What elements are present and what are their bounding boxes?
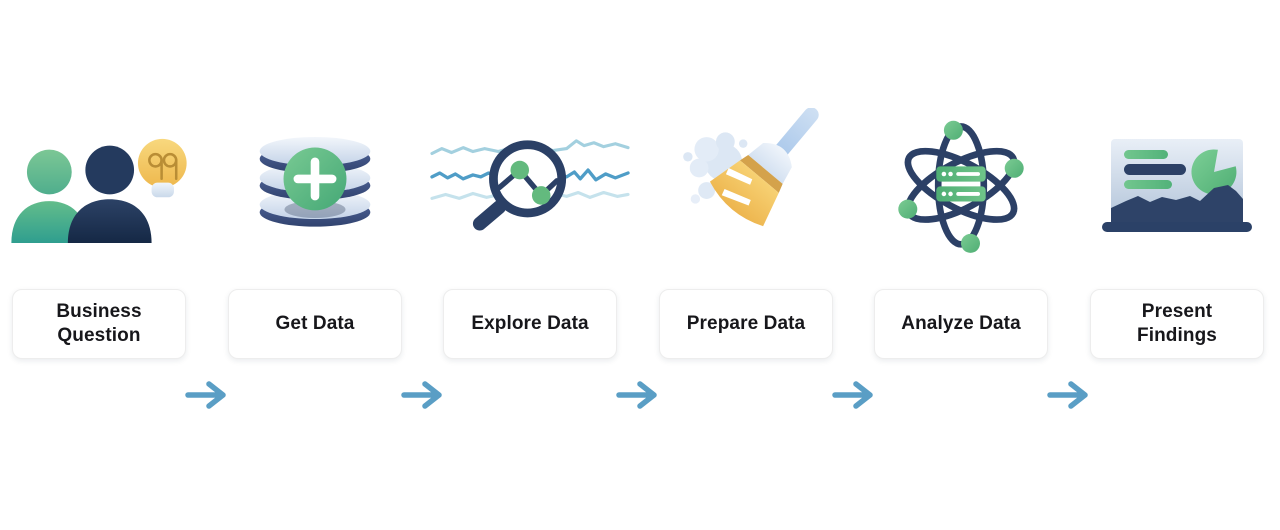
dust-cloud-icon	[683, 132, 748, 204]
people-idea-icon	[7, 134, 192, 244]
broom-icon	[709, 108, 819, 227]
step-business-question: Business Question	[11, 0, 187, 530]
server-icon	[936, 166, 986, 202]
right-arrow-icon	[616, 380, 660, 410]
laptop-charts-icon	[1102, 139, 1252, 234]
step-card: Business Question	[12, 289, 186, 359]
magnifier-icon	[472, 140, 567, 231]
step-label: Get Data	[275, 312, 355, 334]
step-label: Business Question	[56, 300, 142, 346]
magnifier-chart-icon	[430, 133, 630, 231]
step-card: Get Data	[228, 289, 402, 359]
right-arrow-icon	[1047, 380, 1091, 410]
plus-circle-icon	[283, 147, 347, 211]
atom-orbits-icon	[904, 123, 1018, 248]
step-get-data: Get Data	[228, 0, 402, 530]
area-chart-icon	[1111, 185, 1243, 222]
step-present-findings: Present Findings	[1090, 0, 1264, 530]
bar-list-icon	[1124, 150, 1186, 189]
step-label: Explore Data	[471, 312, 589, 334]
step-label: Prepare Data	[686, 312, 806, 334]
laptop-base	[1102, 222, 1252, 232]
atom-server-icon	[885, 117, 1037, 255]
green-person-icon	[11, 149, 88, 244]
step-prepare-data: Prepare Data	[659, 0, 833, 530]
step-card: Explore Data	[443, 289, 617, 359]
step-analyze-data: Analyze Data	[874, 0, 1048, 530]
step-card: Present Findings	[1090, 289, 1264, 359]
step-label: Present Findings	[1137, 300, 1217, 346]
pie-chart-icon	[1191, 149, 1237, 195]
navy-person-icon	[67, 145, 152, 244]
step-label: Analyze Data	[901, 312, 1021, 334]
lightbulb-icon	[137, 138, 187, 198]
database-add-icon	[253, 136, 377, 228]
right-arrow-icon	[185, 380, 229, 410]
electron-dots-icon	[898, 120, 1024, 253]
right-arrow-icon	[401, 380, 445, 410]
step-card: Prepare Data	[659, 289, 833, 359]
step-explore-data: Explore Data	[430, 0, 630, 530]
broom-clean-icon	[671, 108, 821, 239]
step-card: Analyze Data	[874, 289, 1048, 359]
right-arrow-icon	[832, 380, 876, 410]
